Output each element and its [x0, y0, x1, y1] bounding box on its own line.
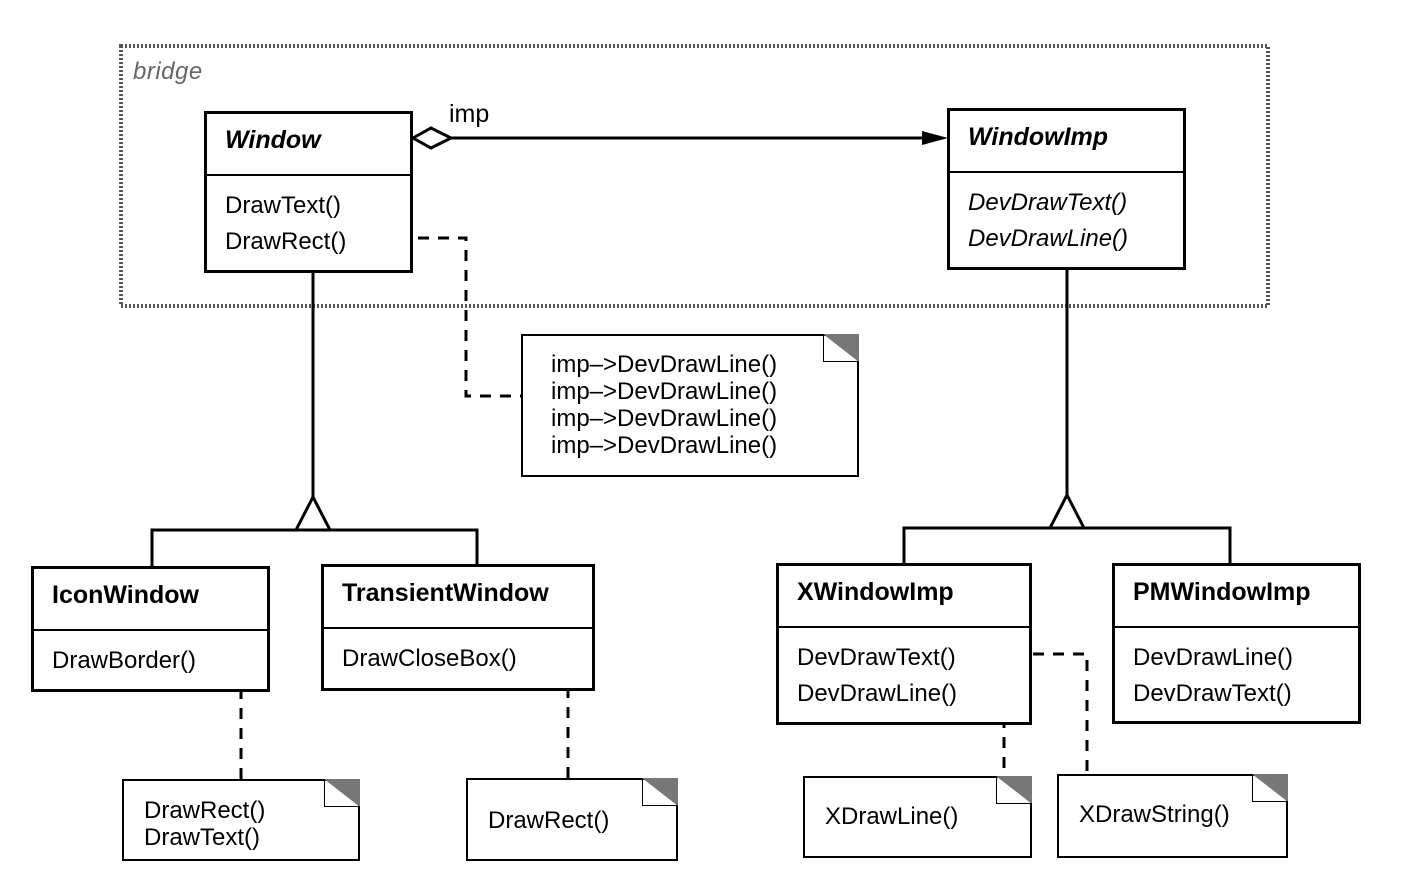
note-line: XDrawLine() [825, 803, 959, 830]
note-line: imp–>DevDrawLine() [551, 351, 778, 378]
association-arrowhead-icon [922, 131, 948, 145]
note-line: imp–>DevDrawLine() [551, 378, 778, 405]
xwindowimp-class-name: XWindowImp [779, 566, 1029, 628]
windowimp-class[interactable]: WindowImp DevDrawText() DevDrawLine() [947, 108, 1186, 270]
drawrect-implementation-note: imp–>DevDrawLine() imp–>DevDrawLine() im… [521, 334, 859, 477]
note-fold-corner-icon [324, 779, 360, 807]
note-line: imp–>DevDrawLine() [551, 405, 778, 432]
windowimp-class-name: WindowImp [950, 111, 1183, 173]
note-line: XDrawString() [1079, 801, 1230, 828]
drawborder-implementation-note: DrawRect() DrawText() [122, 779, 360, 861]
bridge-package-boundary [119, 44, 1270, 308]
iconwindow-class-name: IconWindow [34, 569, 267, 631]
window-inheritance-triangle-icon [293, 493, 333, 532]
iconwindow-class[interactable]: IconWindow DrawBorder() [31, 566, 270, 692]
xwindowimp-class[interactable]: XWindowImp DevDrawText() DevDrawLine() [776, 563, 1032, 725]
note-line: DrawText() [144, 824, 261, 851]
drawrect-note-connector [398, 236, 521, 398]
pmwindowimp-class[interactable]: PMWindowImp DevDrawLine() DevDrawText() [1112, 563, 1361, 724]
note-fold-corner-icon [1252, 774, 1288, 802]
window-op-drawrect: DrawRect() [225, 228, 347, 255]
windowimp-op-devdrawline: DevDrawLine() [968, 225, 1129, 252]
aggregation-diamond-icon [409, 126, 455, 150]
window-op-drawtext: DrawText() [225, 192, 342, 219]
note-line: imp–>DevDrawLine() [551, 432, 778, 459]
xdevdrawtext-note-connector [1013, 652, 1089, 774]
bridge-package-label: bridge [133, 58, 203, 85]
pmwindowimp-op-devdrawtext: DevDrawText() [1133, 680, 1292, 707]
note-line: DrawRect() [144, 797, 266, 824]
pmwindowimp-class-name: PMWindowImp [1115, 566, 1358, 628]
xdevdrawtext-implementation-note: XDrawString() [1057, 774, 1288, 858]
note-fold-corner-icon [823, 334, 859, 362]
windowimp-op-devdrawtext: DevDrawText() [968, 189, 1128, 216]
transientwindow-class[interactable]: TransientWindow DrawCloseBox() [321, 564, 595, 691]
note-line: DrawRect() [488, 807, 610, 834]
note-fold-corner-icon [996, 776, 1032, 804]
window-subclass-branch [150, 528, 479, 566]
iconwindow-op-drawborder: DrawBorder() [52, 647, 197, 674]
xdevdrawline-implementation-note: XDrawLine() [803, 776, 1032, 858]
windowimp-inheritance-triangle-icon [1047, 491, 1087, 530]
windowimp-subclass-branch [902, 526, 1232, 565]
imp-association-label: imp [449, 100, 490, 128]
window-class[interactable]: Window DrawText() DrawRect() [204, 111, 413, 273]
transientwindow-class-name: TransientWindow [324, 567, 592, 629]
pmwindowimp-op-devdrawline: DevDrawLine() [1133, 644, 1294, 671]
transientwindow-op-drawclosebox: DrawCloseBox() [342, 645, 517, 672]
note-fold-corner-icon [642, 778, 678, 806]
drawclosebox-implementation-note: DrawRect() [466, 778, 678, 861]
xwindowimp-op-devdrawtext: DevDrawText() [797, 644, 956, 671]
xwindowimp-op-devdrawline: DevDrawLine() [797, 680, 958, 707]
window-class-name: Window [207, 114, 410, 176]
